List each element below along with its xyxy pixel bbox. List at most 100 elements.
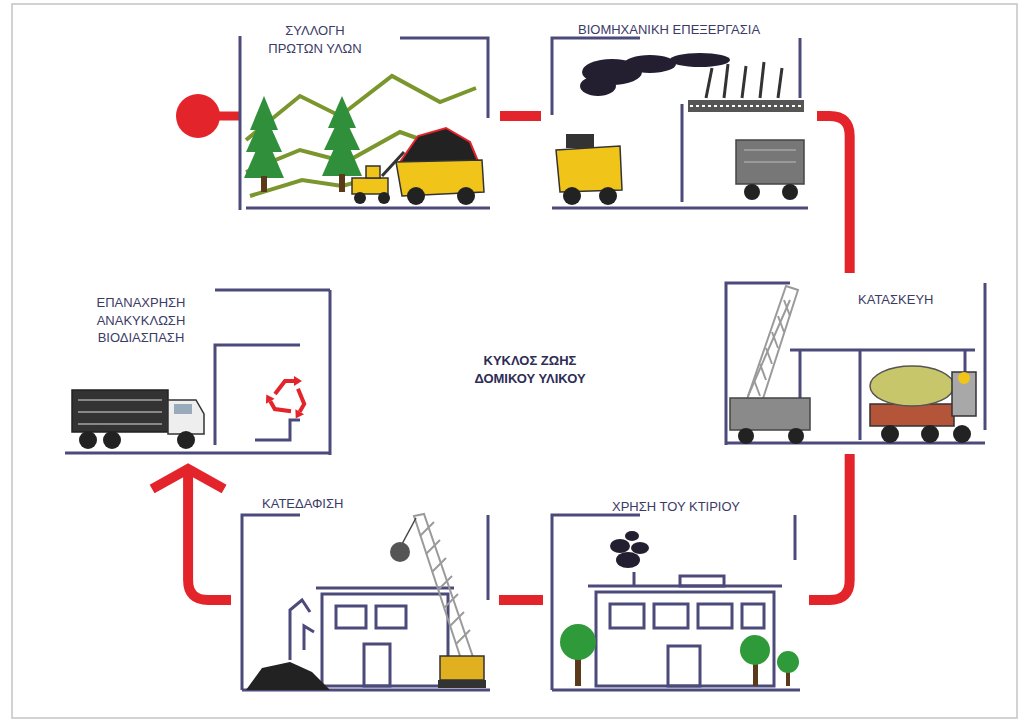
recycling-scene-part-part-part xyxy=(275,381,294,394)
construction-scene-part xyxy=(788,428,804,444)
construction-scene-part-part xyxy=(760,364,766,380)
demolition-scene-part xyxy=(438,680,486,688)
construction-scene-part xyxy=(726,283,985,445)
construction-scene-part-part xyxy=(790,349,975,352)
construction-scene-part-part xyxy=(748,300,790,396)
raw-material-scene-part xyxy=(244,96,362,192)
construction-scene-part xyxy=(921,425,939,443)
raw-material-scene-part xyxy=(366,166,380,178)
recycling-scene-part xyxy=(168,400,204,434)
recycling-scene-part xyxy=(174,404,192,414)
connector-line xyxy=(500,111,541,121)
construction-scene-part xyxy=(958,372,970,384)
construction-scene-part xyxy=(953,425,971,443)
stage-label: ΕΠΑΝΑΧΡΗΣΗ ΑΝΑΚΥΚΛΩΣΗ ΒΙΟΔΙΑΣΠΑΣΗ xyxy=(80,294,202,347)
demolition-scene-part-part xyxy=(438,576,452,590)
demolition-scene-part-part xyxy=(432,558,446,572)
recycling-scene-part xyxy=(79,431,97,449)
raw-material-scene-part-part xyxy=(261,176,267,192)
recycling-scene-part xyxy=(65,290,330,455)
building-in-use-scene-part xyxy=(740,635,770,665)
factory-scene-part-part xyxy=(670,53,730,67)
raw-material-scene-part-part xyxy=(339,174,345,192)
connector-line xyxy=(188,469,231,600)
demolition-scene-part xyxy=(246,662,330,690)
demolition-scene-part-part xyxy=(487,515,490,600)
building-in-use-scene-part-part xyxy=(654,604,688,628)
building-in-use-scene-part-part xyxy=(596,592,774,686)
construction-scene-part xyxy=(870,366,954,406)
recycling-scene-part-part-part xyxy=(262,392,275,404)
construction-scene-part-part xyxy=(772,332,778,348)
stage-panel: ΧΡΗΣΗ ΤΟΥ ΚΤΙΡΙΟΥ xyxy=(550,495,802,692)
factory-scene-part xyxy=(563,187,581,205)
building-in-use-scene-part-part xyxy=(698,604,732,628)
demolition-scene-part-part xyxy=(426,540,440,554)
cycle-connector xyxy=(809,454,850,600)
raw-material-scene-part-part xyxy=(246,207,490,210)
factory-scene-part xyxy=(744,184,760,200)
recycling-scene-part-part xyxy=(255,420,300,440)
cycle-connector xyxy=(817,116,850,273)
recycling-scene-part-part xyxy=(215,289,330,292)
demolition-scene-part xyxy=(440,656,484,680)
stage-panel: ΚΑΤΑΣΚΕΥΗ xyxy=(722,280,988,447)
factory-scene-part xyxy=(744,149,796,151)
recycling-scene-part xyxy=(262,376,314,421)
construction-scene-part-part xyxy=(766,348,772,364)
stage-panel: ΒΙΟΜΗΧΑΝΙΚΗ ΕΠΕΞΕΡΓΑΣΙΑ xyxy=(548,18,810,212)
demolition-scene-part-part xyxy=(316,587,454,590)
outer-frame xyxy=(12,4,1017,718)
raw-material-scene-part xyxy=(378,192,390,204)
construction-scene-part xyxy=(952,372,976,416)
recycling-scene-part-part xyxy=(262,388,291,420)
factory-scene-part xyxy=(688,100,804,112)
recycling-scene xyxy=(65,290,330,455)
connector-line xyxy=(499,595,543,605)
building-in-use-scene-part xyxy=(552,515,800,690)
building-in-use-scene-part xyxy=(560,624,596,660)
recycling-scene-part xyxy=(78,411,162,413)
demolition-scene-part-part xyxy=(444,594,458,608)
building-in-use-scene-part-part xyxy=(742,604,764,628)
factory-scene xyxy=(552,38,808,208)
factory-scene-part-part xyxy=(778,68,782,98)
construction-scene-part-part xyxy=(744,286,798,408)
building-in-use-scene-part-part xyxy=(631,542,649,554)
raw-material-scene-part xyxy=(352,178,388,194)
factory-scene-part xyxy=(690,105,802,107)
factory-scene-part-part xyxy=(742,66,746,98)
factory-scene-part xyxy=(782,184,798,200)
building-in-use-scene-part xyxy=(777,651,799,673)
demolition-scene-part xyxy=(390,542,410,562)
building-in-use-scene-part-part xyxy=(625,531,639,541)
factory-scene-part-part xyxy=(799,38,802,98)
construction-scene-part-part xyxy=(784,300,790,316)
factory-scene-part-part xyxy=(760,62,764,98)
diagram-title: ΚΥΚΛΟΣ ΖΩΗΣ ΔΟΜΙΚΟΥ ΥΛΙΚΟΥ xyxy=(455,352,605,387)
demolition-scene-part-part xyxy=(420,522,434,536)
raw-material-scene-part xyxy=(457,187,475,205)
construction-scene-part-part xyxy=(799,350,802,400)
factory-scene-part-part xyxy=(706,68,712,98)
recycling-scene-part-part xyxy=(284,389,313,421)
stage-label: ΚΑΤΕΔΑΦΙΣΗ xyxy=(262,495,343,513)
recycling-scene-part-part xyxy=(329,290,332,455)
building-in-use-scene-part-part xyxy=(668,646,700,686)
demolition-scene-part-part xyxy=(364,644,390,686)
raw-material-scene-part xyxy=(218,112,240,121)
construction-scene-part-part xyxy=(778,316,784,332)
building-in-use-scene xyxy=(552,515,800,690)
stage-panel: ΣΥΛΛΟΓΗ ΠΡΩΤΩΝ ΥΛΩΝ xyxy=(235,20,493,212)
stage-label: ΧΡΗΣΗ ΤΟΥ ΚΤΙΡΙΟΥ xyxy=(612,498,740,516)
construction-scene-part-part xyxy=(859,350,862,440)
factory-scene-part xyxy=(736,140,804,184)
cycle-connector xyxy=(152,469,231,600)
demolition-scene-part-part xyxy=(336,606,366,628)
stage-panel: ΕΠΑΝΑΧΡΗΣΗ ΑΝΑΚΥΚΛΩΣΗ ΒΙΟΔΙΑΣΠΑΣΗ xyxy=(62,290,332,457)
building-in-use-scene-part-part xyxy=(680,576,724,586)
factory-scene-part xyxy=(744,161,796,163)
demolition-scene-part-part xyxy=(322,594,448,686)
construction-scene-part xyxy=(870,404,954,426)
factory-scene-part-part xyxy=(552,207,808,210)
